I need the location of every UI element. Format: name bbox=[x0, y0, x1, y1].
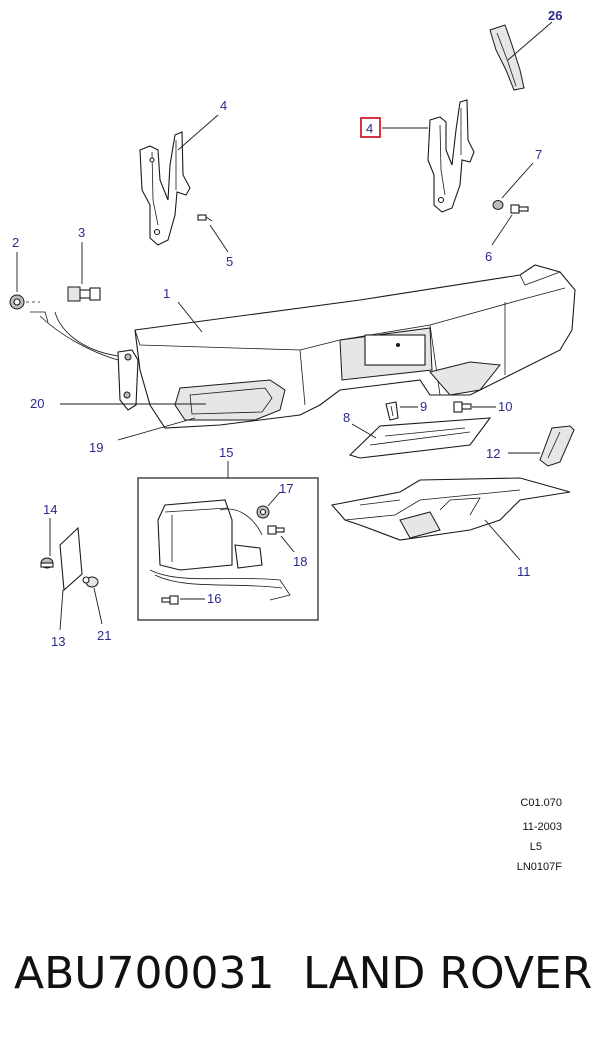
ref-drawing: LN0107F bbox=[516, 861, 562, 873]
callout-6: 6 bbox=[485, 249, 492, 264]
part-5-bolt bbox=[197, 214, 213, 222]
ref-model: L5 bbox=[529, 841, 542, 853]
part-10-bolt bbox=[453, 401, 472, 413]
callout-12: 12 bbox=[486, 446, 500, 461]
footer-part-number: ABU700031 bbox=[14, 948, 275, 999]
callout-11: 11 bbox=[517, 564, 531, 579]
callout-19: 19 bbox=[89, 440, 103, 455]
callout-26: 26 bbox=[548, 8, 562, 23]
callout-20: 20 bbox=[30, 396, 44, 411]
part-1-bumper bbox=[134, 264, 576, 429]
callout-4-left: 4 bbox=[220, 98, 227, 113]
bumper-side-bracket bbox=[117, 349, 139, 411]
callout-14: 14 bbox=[43, 502, 57, 517]
callout-8: 8 bbox=[343, 410, 350, 425]
part-8-plate bbox=[348, 417, 492, 459]
part-21-clip bbox=[82, 576, 99, 588]
part-15-assembly bbox=[149, 499, 291, 601]
part-9-clip bbox=[385, 401, 399, 421]
callout-18: 18 bbox=[293, 554, 307, 569]
part-7-nut bbox=[492, 200, 504, 210]
callout-1: 1 bbox=[163, 286, 170, 301]
callout-15: 15 bbox=[219, 445, 233, 460]
part-4-right-bracket bbox=[427, 99, 475, 213]
part-26-trim-strip bbox=[489, 24, 525, 91]
part-11-undertray bbox=[330, 477, 571, 541]
callout-21: 21 bbox=[97, 628, 111, 643]
callout-17: 17 bbox=[279, 481, 293, 496]
ref-date: 11-2003 bbox=[522, 821, 562, 833]
footer-brand: LAND ROVER bbox=[303, 948, 593, 999]
part-13-plate bbox=[59, 526, 83, 592]
callout-13: 13 bbox=[51, 634, 65, 649]
callout-7: 7 bbox=[535, 147, 542, 162]
part-14-plug bbox=[40, 557, 54, 569]
highlight-box bbox=[360, 117, 381, 138]
callout-16: 16 bbox=[207, 591, 221, 606]
callout-4-right: 4 bbox=[366, 121, 373, 136]
callout-5: 5 bbox=[226, 254, 233, 269]
part-18-screw bbox=[267, 525, 285, 535]
footer-caption: ABU700031 LAND ROVER bbox=[0, 948, 600, 1018]
part-12-reflector bbox=[539, 425, 575, 467]
part-2-grommet bbox=[9, 294, 25, 310]
callout-9: 9 bbox=[420, 399, 427, 414]
part-6-bolt bbox=[510, 204, 529, 214]
part-16-screw bbox=[161, 595, 179, 605]
part-3-stud bbox=[67, 286, 101, 302]
callout-3: 3 bbox=[78, 225, 85, 240]
ref-section: C01.070 bbox=[520, 797, 562, 809]
callout-10: 10 bbox=[498, 399, 512, 414]
part-4-left-bracket bbox=[139, 131, 191, 246]
parts-diagram: 26 4 4 7 5 6 2 3 1 20 19 8 9 10 12 15 17… bbox=[9, 8, 576, 649]
part-17-nut bbox=[256, 505, 270, 519]
callout-2: 2 bbox=[12, 235, 19, 250]
